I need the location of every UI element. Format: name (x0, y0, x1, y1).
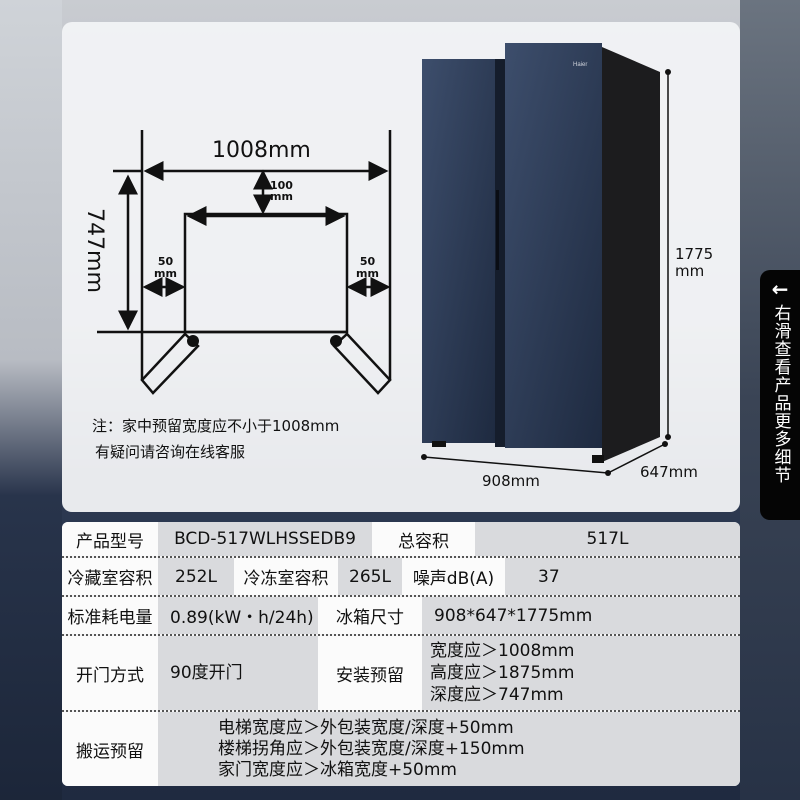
spec-value: 252L (158, 558, 234, 595)
kitchen-background-left (0, 0, 62, 800)
note-line-2: 有疑问请咨询在线客服 (95, 443, 246, 461)
spec-value: 0.89(kW・h/24h) (158, 597, 318, 634)
hinge-left (187, 335, 199, 347)
installation-diagram: Haier (97, 43, 671, 476)
note-line-1: 注：家中预留宽度应不小于1008mm (92, 417, 340, 435)
spec-label: 冷冻室容积 (234, 558, 338, 595)
depth-dim-line (607, 443, 666, 474)
spec-value: 517L (475, 522, 740, 556)
spec-label: 总容积 (372, 522, 475, 556)
fridge-left-door (422, 59, 495, 443)
fridge-width-label: 908mm (482, 472, 540, 490)
table-row: 冷藏室容积 252L 冷冻室容积 265L 噪声dB(A) 37 (62, 558, 740, 597)
swipe-hint-text: 右滑查看产品更多细节 (770, 304, 791, 484)
diagram-width-label: 1008mm (212, 138, 311, 163)
spec-label: 安装预留 (318, 636, 422, 710)
fridge-handle (496, 190, 499, 270)
fridge-side (602, 47, 660, 462)
diagram-depth-label: 747mm (81, 208, 107, 293)
spec-value: BCD-517WLHSSEDB9 (158, 522, 372, 556)
table-row: 产品型号 BCD-517WLHSSEDB9 总容积 517L (62, 522, 740, 558)
hinge-right (330, 335, 342, 347)
swipe-hint-tab[interactable]: ← 右滑查看产品更多细节 (760, 270, 800, 520)
spec-table: 产品型号 BCD-517WLHSSEDB9 总容积 517L 冷藏室容积 252… (62, 522, 740, 786)
spec-value: 908*647*1775mm (422, 597, 740, 634)
fridge-outline (183, 212, 349, 334)
spec-label: 冷藏室容积 (62, 558, 158, 595)
spec-value: 37 (505, 558, 740, 595)
spec-label: 产品型号 (62, 522, 158, 556)
table-row: 标准耗电量 0.89(kW・h/24h) 冰箱尺寸 908*647*1775mm (62, 597, 740, 636)
brand-logo: Haier (573, 62, 587, 68)
spec-value: 265L (338, 558, 402, 595)
spec-label: 开门方式 (62, 636, 158, 710)
spec-label: 搬运预留 (62, 712, 158, 786)
right-door-open (332, 332, 392, 395)
spec-label: 噪声dB(A) (402, 558, 505, 595)
arrow-left-icon: ← (771, 277, 789, 301)
fridge-right-door (505, 43, 602, 448)
spec-label: 冰箱尺寸 (318, 597, 422, 634)
width-dim-line (423, 456, 609, 474)
spec-value: 90度开门 (158, 636, 318, 710)
fridge-depth-label: 647mm (640, 463, 698, 481)
spec-label: 标准耗电量 (62, 597, 158, 634)
